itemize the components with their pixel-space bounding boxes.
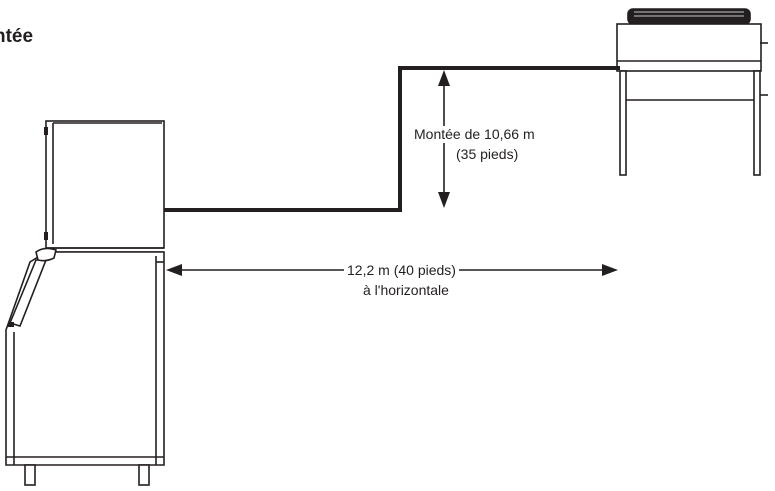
remote-condenser bbox=[616, 8, 768, 176]
rise-label-line1: Montée de 10,66 m bbox=[412, 126, 537, 143]
ice-machine-head bbox=[44, 120, 165, 253]
run-label-line2: à l'horizontale bbox=[361, 282, 451, 299]
section-heading: ntée bbox=[0, 26, 34, 47]
rise-label-line2: (35 pieds) bbox=[454, 146, 521, 163]
run-label-line1: 12,2 m (40 pieds) bbox=[344, 262, 459, 279]
refrigerant-line bbox=[164, 66, 620, 212]
ice-storage-bin bbox=[5, 247, 165, 486]
